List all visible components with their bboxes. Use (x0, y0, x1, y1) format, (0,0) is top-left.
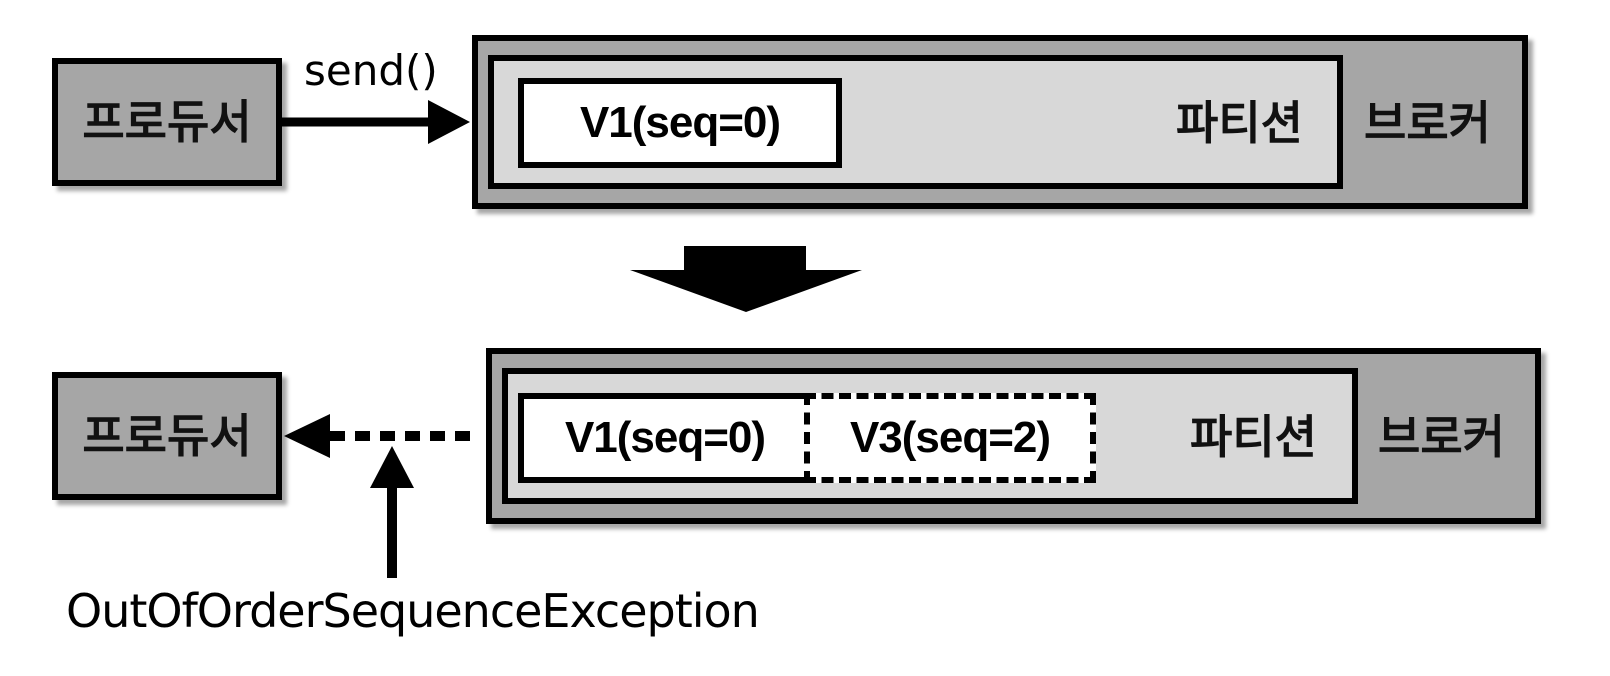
bottom-message-v3-label: V3(seq=2) (849, 413, 1051, 462)
send-arrow (282, 100, 470, 144)
bottom-message-v1: V1(seq=0) (518, 393, 812, 483)
top-broker-label: 브로커 (1364, 96, 1491, 150)
exception-label: OutOfOrderSequenceException (66, 584, 760, 638)
top-partition-label: 파티션 (1176, 96, 1303, 150)
exception-return-arrow (284, 414, 470, 458)
bottom-producer-label: 프로듀서 (82, 409, 252, 463)
top-message-v1-label: V1(seq=0) (579, 98, 781, 147)
top-producer-label: 프로듀서 (82, 95, 252, 149)
exception-pointer-arrow (370, 446, 414, 578)
bottom-producer-box: 프로듀서 (52, 372, 282, 500)
bottom-message-v3: V3(seq=2) (804, 393, 1096, 483)
transition-down-arrow (630, 246, 862, 312)
top-producer-box: 프로듀서 (52, 58, 282, 186)
top-message-v1: V1(seq=0) (518, 78, 842, 168)
send-call-label: send() (304, 46, 438, 95)
bottom-message-v1-label: V1(seq=0) (564, 413, 766, 462)
bottom-broker-label: 브로커 (1378, 410, 1505, 464)
bottom-partition-label: 파티션 (1190, 410, 1317, 464)
